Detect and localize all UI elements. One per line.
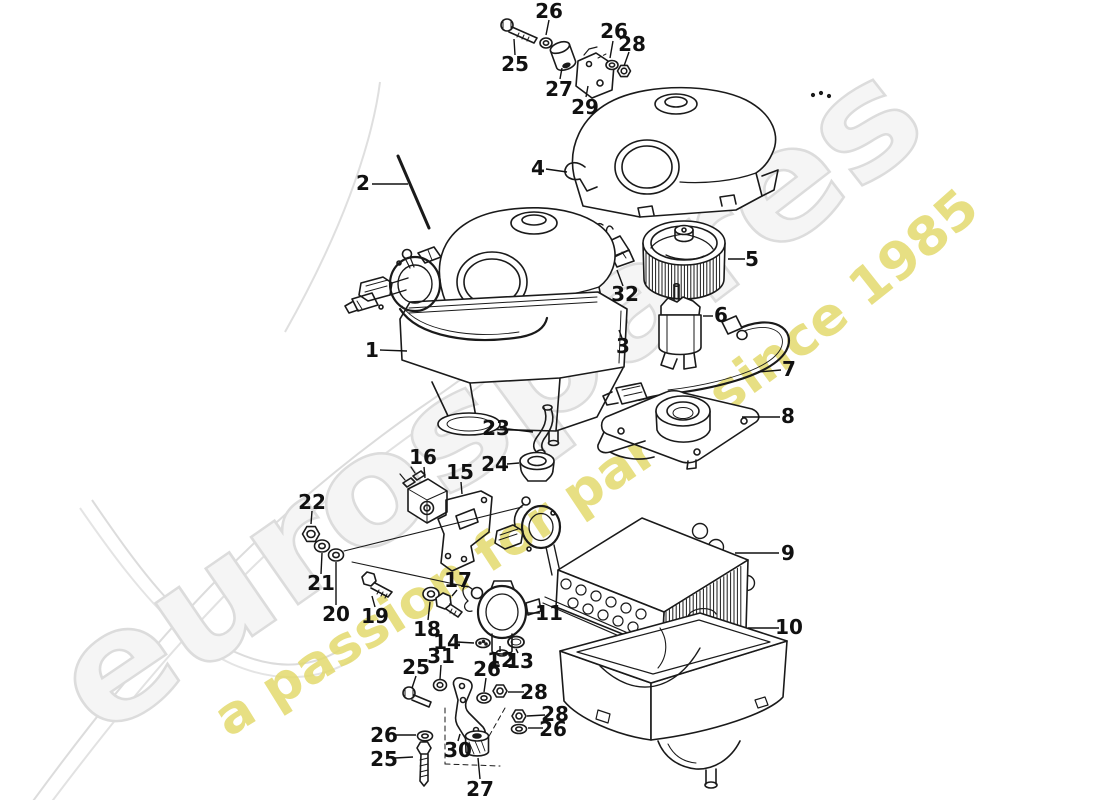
part-number-12-27: 12: [487, 648, 515, 672]
part-number-13-28: 13: [506, 649, 534, 673]
part-11-expansion-valve: [462, 496, 562, 657]
part-2-rod: [396, 154, 431, 230]
watermark: eurospares a passion for parts since 198…: [21, 24, 991, 800]
part-24-grommet: [519, 451, 555, 482]
part-number-16-17: 16: [409, 445, 437, 469]
part-16-switch: [399, 466, 448, 524]
part-number-31-32: 31: [427, 644, 455, 668]
part-number-4-7: 4: [531, 156, 545, 180]
part-number-1-12: 1: [365, 338, 379, 362]
part-number-30-38: 30: [444, 738, 472, 762]
part-number-18-23: 18: [413, 617, 441, 641]
part-5-fan-wheel: [642, 220, 726, 300]
hardware-cluster-bottom: [402, 677, 528, 787]
part-14-seal: [475, 637, 491, 649]
part-number-15-18: 15: [446, 460, 474, 484]
part-number-23-15: 23: [482, 416, 510, 440]
part-13-o-ring: [507, 635, 525, 649]
part-number-24-16: 24: [481, 452, 509, 476]
part-number-19-22: 19: [361, 604, 389, 628]
part-10-housing-tray: [559, 608, 788, 789]
part-number-26-0: 26: [535, 0, 563, 23]
part-6-blower-motor: [658, 282, 702, 370]
part-number-3-10: 3: [616, 334, 630, 358]
part-number-28-35: 28: [541, 702, 569, 726]
part-number-26-4: 26: [600, 19, 628, 43]
part-number-21-20: 21: [307, 571, 335, 595]
part-number-8-14: 8: [781, 404, 795, 428]
part-4-blower-housing: [564, 86, 832, 218]
part-number-29-3: 29: [571, 95, 599, 119]
part-number-11-25: 11: [535, 601, 563, 625]
part-15-bracket: [437, 490, 493, 572]
part-1-evaporator-assembly: [344, 207, 628, 447]
part-number-14-26: 14: [433, 630, 461, 654]
part-number-26-36: 26: [539, 717, 567, 741]
part-number-27-40: 27: [466, 777, 494, 800]
part-number-25-1: 25: [501, 52, 529, 76]
hardware-cluster-top: [500, 18, 632, 99]
part-number-25-39: 25: [370, 747, 398, 771]
part-number-9-29: 9: [781, 541, 795, 565]
part-number-5-8: 5: [745, 247, 759, 271]
hardware-cluster-left: [301, 506, 523, 618]
part-number-28-34: 28: [520, 680, 548, 704]
part-number-22-19: 22: [298, 490, 326, 514]
part-number-7-13: 7: [782, 357, 796, 381]
part-number-26-33: 26: [473, 657, 501, 681]
part-number-20-21: 20: [322, 602, 350, 626]
part-number-32-9: 32: [611, 282, 639, 306]
part-number-2-6: 2: [356, 171, 370, 195]
part-number-27-2: 27: [545, 77, 573, 101]
part-number-6-11: 6: [714, 303, 728, 327]
part-number-26-37: 26: [370, 723, 398, 747]
part-number-10-30: 10: [775, 615, 803, 639]
part-number-28-5: 28: [618, 32, 646, 56]
part-number-17-24: 17: [444, 568, 472, 592]
part-number-25-31: 25: [402, 655, 430, 679]
part-8-mount-plate: [597, 389, 760, 470]
